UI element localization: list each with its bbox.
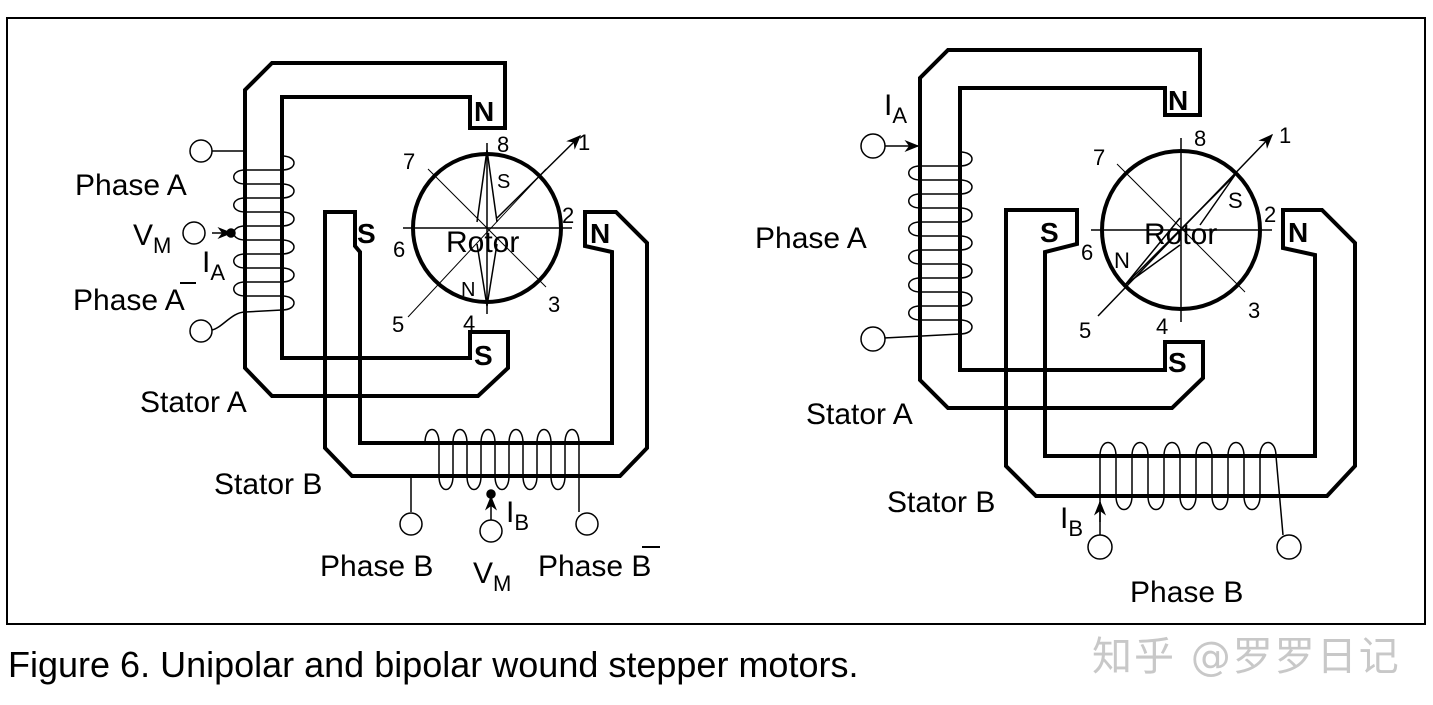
unipolar-motor [243, 61, 649, 478]
bipolar-pole-right-label: N [1288, 217, 1308, 248]
bipolar-pos-3: 3 [1248, 298, 1260, 323]
bipolar-motor [918, 48, 1357, 498]
bipolar-pole-bottom-label: S [1168, 347, 1187, 378]
bipolar-pos-2: 2 [1264, 202, 1276, 227]
bipolar-stator-a-label: Stator A [806, 398, 913, 431]
bipolar-terminal-b1[interactable] [1087, 534, 1113, 560]
bipolar-pos-7: 7 [1093, 145, 1105, 170]
phase-a-bar-label: Phase A [73, 284, 185, 317]
terminal-phase-b-bar[interactable] [575, 512, 599, 536]
pos-3: 3 [548, 292, 560, 317]
bipolar-pos-1: 1 [1279, 123, 1291, 148]
bipolar-terminal-a1[interactable] [860, 133, 886, 159]
bipolar-pole-left-label: S [1040, 217, 1059, 248]
bipolar-terminal-b2[interactable] [1276, 534, 1302, 560]
terminal-phase-a[interactable] [189, 139, 213, 163]
bipolar-ib-label: IB [1060, 502, 1083, 541]
bipolar-pole-top-label: N [1168, 85, 1188, 116]
ia-label: IA [202, 246, 225, 285]
figure-frame [6, 17, 1426, 625]
phase-a-coil [211, 150, 295, 331]
watermark: 知乎 @罗罗日记 [1092, 634, 1401, 680]
phase-b-label: Phase B [320, 550, 433, 583]
stator-a-label: Stator A [140, 386, 247, 419]
pos-6: 6 [393, 237, 405, 262]
stator-b-core-bipolar [1004, 208, 1357, 498]
bipolar-pos-6: 6 [1081, 240, 1093, 265]
phase-a-label: Phase A [75, 169, 187, 202]
unipolar-rotor [403, 134, 582, 318]
pos-8: 8 [497, 132, 509, 157]
pos-1: 1 [578, 130, 590, 155]
phase-b-coil [410, 428, 580, 520]
pole-top-label: N [474, 96, 494, 127]
bipolar-pos-8: 8 [1194, 126, 1206, 151]
bipolar-ia-label: IA [884, 89, 907, 128]
bipolar-pos-4: 4 [1156, 314, 1168, 339]
terminal-phase-a-bar[interactable] [189, 319, 213, 343]
pos-2: 2 [562, 203, 574, 228]
stator-b-core [323, 210, 649, 478]
terminal-vm-a[interactable] [182, 221, 206, 245]
bipolar-rotor [1091, 133, 1274, 322]
pos-5: 5 [392, 312, 404, 337]
bipolar-rotor-pole-n: N [1114, 248, 1130, 273]
bipolar-terminal-a2[interactable] [860, 326, 886, 352]
pos-7: 7 [403, 149, 415, 174]
terminal-vm-b[interactable] [479, 519, 503, 543]
vm-label: VM [133, 219, 171, 258]
bipolar-stator-b-label: Stator B [887, 486, 995, 519]
ib-label: IB [506, 496, 529, 535]
bipolar-phase-a-coil [883, 140, 973, 339]
rotor-label: Rotor [446, 226, 519, 259]
vm-b-label: VM [473, 557, 511, 596]
stator-a-core [243, 61, 510, 398]
stator-a-core-bipolar [918, 48, 1205, 410]
bipolar-phase-b-label: Phase B [1130, 576, 1243, 609]
pole-right-label: N [590, 218, 610, 249]
rotor-pole-s: S [497, 171, 510, 193]
figure-caption: Figure 6. Unipolar and bipolar wound ste… [8, 644, 859, 685]
bipolar-pos-5: 5 [1079, 318, 1091, 343]
phase-b-bar-label: Phase B [538, 550, 651, 583]
pole-left-label: S [357, 218, 376, 249]
pos-4: 4 [463, 311, 475, 336]
terminal-phase-b[interactable] [399, 512, 423, 536]
stator-b-label: Stator B [214, 468, 322, 501]
pole-bottom-label: S [474, 340, 493, 371]
rotor-pole-n: N [461, 279, 475, 301]
bipolar-phase-b-coil [1094, 441, 1284, 536]
bipolar-rotor-label: Rotor [1144, 218, 1217, 251]
bipolar-phase-a-label: Phase A [755, 222, 867, 255]
bipolar-rotor-pole-s: S [1228, 188, 1243, 213]
